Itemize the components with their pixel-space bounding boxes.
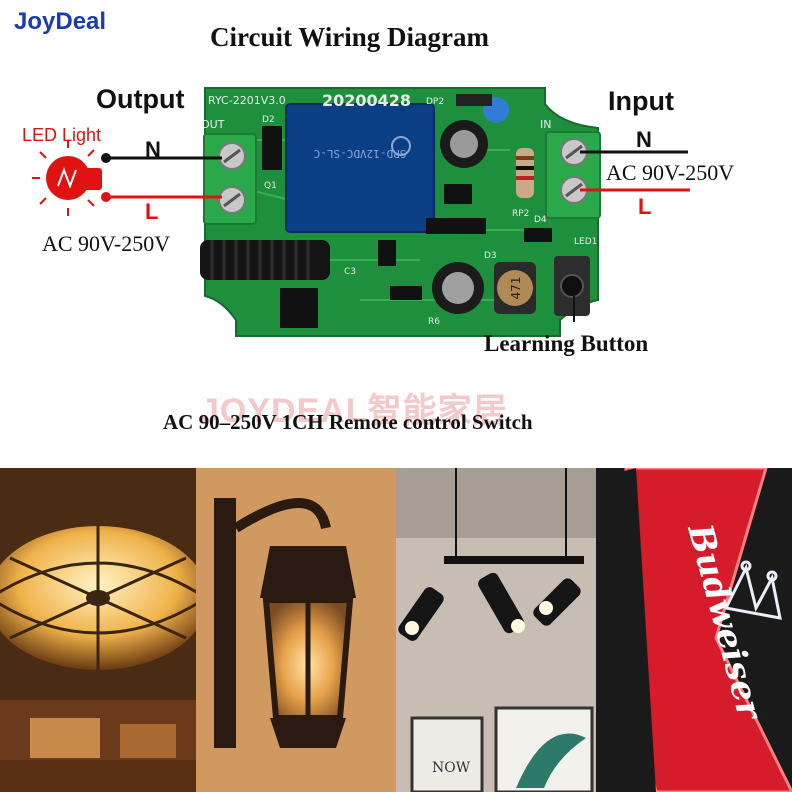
- svg-text:D2: D2: [262, 115, 275, 125]
- svg-text:RP2: RP2: [512, 209, 529, 219]
- page-title: Circuit Wiring Diagram: [210, 22, 489, 52]
- watermark: JOYDEAL智能家居: [200, 392, 508, 430]
- resistor: [516, 148, 534, 198]
- application-photos: NOW Budweiser: [0, 468, 792, 792]
- output-live-label: L: [145, 199, 159, 224]
- photo-ceiling-lamp: [0, 468, 196, 792]
- svg-text:R6: R6: [428, 317, 440, 327]
- product-caption: AC 90–250V 1CH Remote control Switch: [163, 410, 533, 434]
- pcb-board: SRD-12VDC-SL-C 471 RYC-2201V3.0: [200, 87, 599, 337]
- crown-icon: [723, 560, 782, 620]
- svg-text:NOW: NOW: [432, 760, 471, 776]
- svg-text:D4: D4: [534, 215, 547, 225]
- input-voltage-label: AC 90V-250V: [606, 160, 735, 185]
- output-voltage-label: AC 90V-250V: [42, 231, 171, 256]
- photo-track-spotlights: NOW: [396, 468, 596, 792]
- svg-text:IN: IN: [540, 118, 551, 131]
- input-neutral-label: N: [636, 127, 652, 152]
- svg-text:471: 471: [509, 277, 523, 300]
- wiring-diagram: SRD-12VDC-SL-C 471 RYC-2201V3.0: [32, 87, 690, 337]
- svg-text:C3: C3: [344, 267, 356, 277]
- diode-d2: [262, 126, 282, 170]
- lantern-bracket: [214, 498, 236, 748]
- svg-text:OUT: OUT: [201, 118, 225, 131]
- svg-text:D3: D3: [484, 251, 497, 261]
- svg-text:Q1: Q1: [264, 181, 277, 191]
- svg-text:DP2: DP2: [426, 97, 444, 107]
- input-label: Input: [608, 86, 674, 116]
- output-label: Output: [96, 84, 185, 114]
- relay: [285, 103, 435, 233]
- output-terminal-block: [203, 133, 257, 225]
- photo-wall-lantern: [196, 468, 396, 792]
- learning-button-label: Learning Button: [484, 331, 649, 356]
- input-live-label: L: [638, 194, 652, 219]
- svg-text:LED1: LED1: [574, 237, 597, 247]
- svg-text:RYC-2201V3.0: RYC-2201V3.0: [208, 94, 286, 107]
- photo-neon-sign: Budweiser: [596, 468, 792, 792]
- antenna-coil: [200, 240, 330, 280]
- ic-chip: [280, 288, 318, 328]
- led-bulb-icon: [32, 140, 102, 216]
- relay-text: SRD-12VDC-SL-C: [314, 147, 407, 160]
- input-terminal-block: [545, 131, 601, 219]
- output-neutral-label: N: [145, 137, 161, 162]
- svg-text:20200428: 20200428: [322, 91, 411, 110]
- led-light-label: LED Light: [22, 125, 102, 145]
- brand-logo: JoyDeal: [14, 8, 107, 35]
